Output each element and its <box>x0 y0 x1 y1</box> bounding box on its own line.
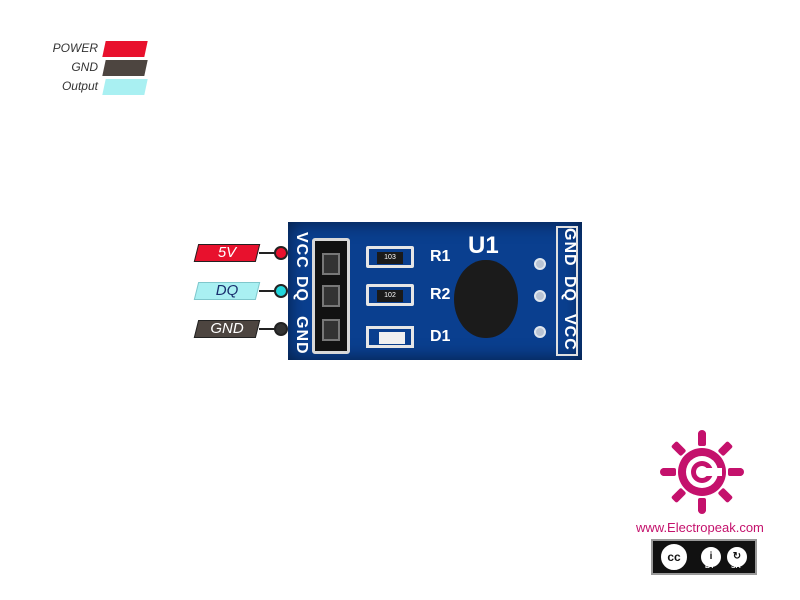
legend-item-power: POWER <box>40 40 160 58</box>
pin-text: DQ <box>215 282 239 299</box>
legend-label: POWER <box>52 41 98 55</box>
pin-wire <box>259 252 275 254</box>
via-hole <box>534 290 546 302</box>
left-pin-label-gnd: GND <box>293 316 310 355</box>
temperature-sensor-ic <box>454 260 518 338</box>
license-by: BY <box>705 563 715 570</box>
pin-text: 5V <box>217 244 237 261</box>
cc-license-badge: cc i ↻ BY SA <box>651 539 757 575</box>
led-body <box>379 332 405 344</box>
led-d1 <box>366 326 414 348</box>
legend-item-gnd: GND <box>40 59 160 77</box>
pin-dot <box>274 284 288 298</box>
license-sa: SA <box>731 563 741 570</box>
resistor-ref-r2: R2 <box>430 286 451 303</box>
pin-dot <box>274 322 288 336</box>
right-pin-label-gnd: GND <box>561 228 578 267</box>
resistor-r1: 103 <box>366 246 414 268</box>
edge-connector <box>556 226 578 356</box>
legend-item-output: Output <box>40 78 160 96</box>
legend-swatch-power <box>102 41 148 57</box>
header-pin <box>322 319 340 341</box>
right-pin-label-dq: DQ <box>561 276 578 302</box>
left-pin-label-dq: DQ <box>293 276 310 302</box>
ic-ref: U1 <box>468 232 499 259</box>
right-pin-label-vcc: VCC <box>561 314 578 351</box>
legend-label: GND <box>71 60 98 74</box>
via-hole <box>534 326 546 338</box>
header-pin <box>322 253 340 275</box>
header-pin <box>322 285 340 307</box>
legend-swatch-gnd <box>102 60 148 76</box>
left-pin-label-vcc: VCC <box>293 232 310 269</box>
pin-dot <box>274 246 288 260</box>
pin-text: GND <box>210 320 244 337</box>
share-alike-icon: ↻ <box>725 545 749 569</box>
resistor-ref-r1: R1 <box>430 248 451 265</box>
pin-wire <box>259 290 275 292</box>
resistor-r2: 102 <box>366 284 414 306</box>
cc-icon: cc <box>659 542 689 572</box>
electropeak-logo-icon <box>660 430 744 514</box>
via-hole <box>534 258 546 270</box>
resistor-code: 102 <box>377 290 403 302</box>
pin-header <box>312 238 350 354</box>
attribution-icon: i <box>699 545 723 569</box>
legend-swatch-output <box>102 79 148 95</box>
resistor-code: 103 <box>377 252 403 264</box>
pin-wire <box>259 328 275 330</box>
led-ref: D1 <box>430 328 451 345</box>
sensor-module-board: VCC DQ GND 103 R1 102 R2 D1 U1 GND DQ VC… <box>288 222 582 360</box>
legend-label: Output <box>61 79 98 93</box>
brand-url[interactable]: www.Electropeak.com <box>636 520 764 535</box>
